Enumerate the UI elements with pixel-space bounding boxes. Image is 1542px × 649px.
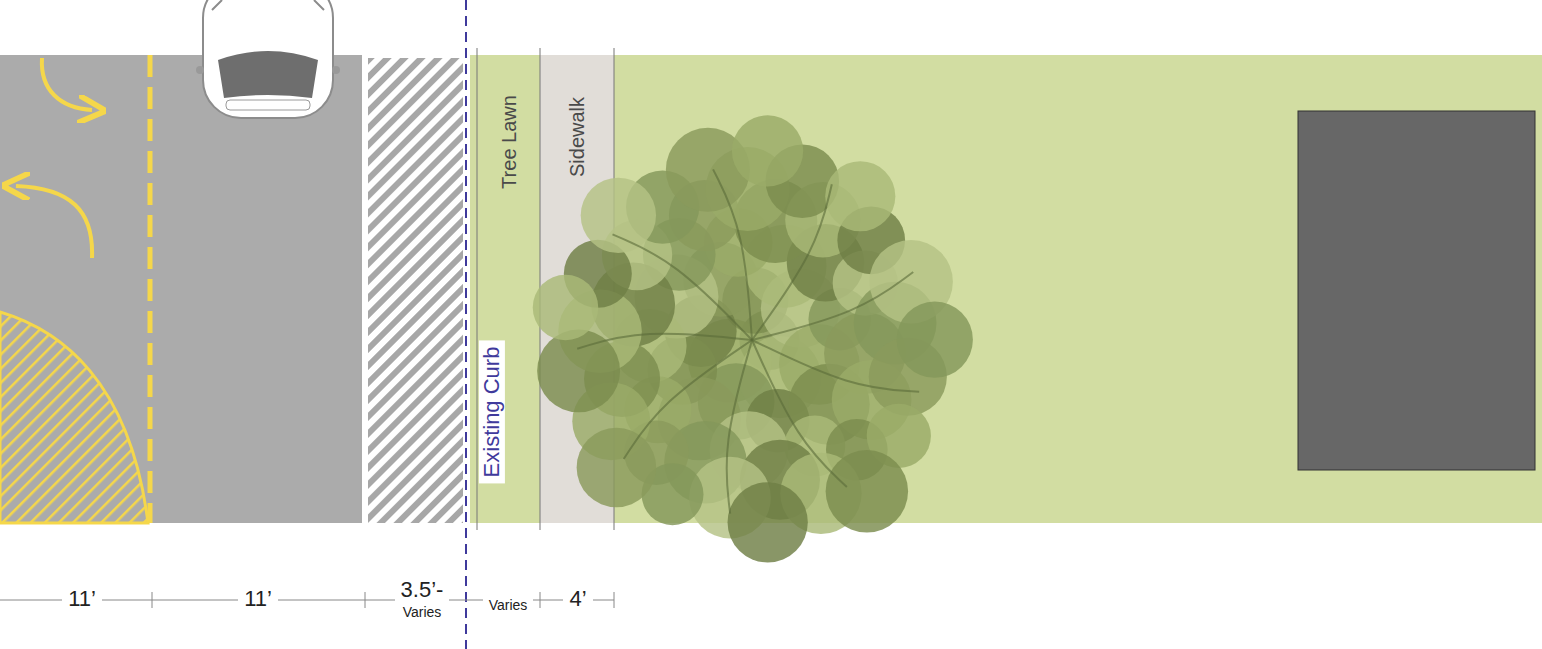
curb-label: Existing Curb	[479, 341, 505, 484]
band-label: Sidewalk	[566, 97, 589, 177]
curb-line	[465, 0, 467, 649]
label-ground	[563, 585, 593, 613]
band-label: Tree Lawn	[497, 95, 520, 189]
dimension: Varies	[403, 605, 442, 620]
turn-arrow	[16, 186, 92, 258]
turn-arrow	[42, 58, 92, 110]
band-edge	[477, 48, 478, 530]
car	[196, 0, 340, 118]
dimension: 11’	[244, 587, 272, 611]
center-line	[148, 55, 153, 523]
label-ground	[483, 594, 533, 616]
label-ground	[238, 585, 278, 613]
lawn-ground	[470, 55, 1542, 523]
house	[1298, 111, 1535, 470]
dimension: Varies	[489, 598, 528, 613]
tree	[533, 115, 973, 562]
label-ground	[62, 585, 102, 613]
dimension: 11’	[68, 587, 96, 611]
hatched-median	[0, 312, 148, 523]
band: Sidewalk	[540, 55, 614, 523]
dimension: 3.5’-	[401, 578, 444, 602]
roadway	[0, 55, 362, 523]
dimension: 4’	[569, 587, 586, 611]
buffer-hatch	[368, 58, 463, 523]
